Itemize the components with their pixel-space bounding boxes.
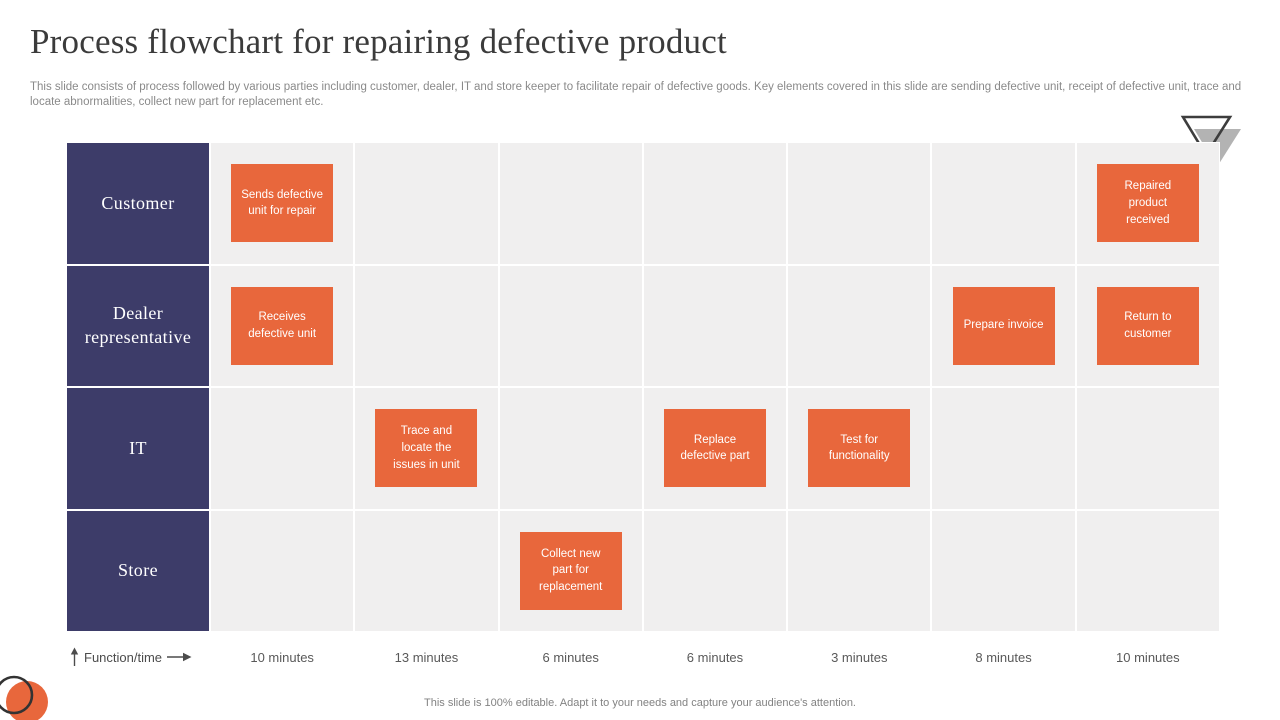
grid-cell — [354, 264, 499, 387]
right-arrow-icon — [167, 652, 192, 662]
process-step-return-to-customer: Return to customer — [1096, 286, 1199, 365]
grid-cell — [787, 142, 932, 265]
lane-label-customer: Customer — [66, 142, 210, 265]
grid-cell — [210, 387, 355, 510]
time-label-5: 3 minutes — [831, 649, 888, 665]
grid-cell — [787, 264, 932, 387]
process-step-sends-defective-unit-for-repair: Sends defective unit for repair — [231, 164, 334, 243]
grid-cell — [642, 142, 788, 265]
circle-outline-shape — [0, 675, 34, 715]
footer-note: This slide is 100% editable. Adapt it to… — [424, 697, 856, 709]
process-step-prepare-invoice: Prepare invoice — [952, 286, 1055, 365]
grid-cell — [642, 264, 788, 387]
lane-label-dealer-representative: Dealer representative — [66, 264, 210, 387]
process-step-replace-defective-part: Replace defective part — [664, 409, 766, 488]
circle-decoration — [0, 675, 48, 720]
time-label-3: 6 minutes — [542, 649, 599, 665]
grid-cell — [931, 387, 1076, 510]
process-step-collect-new-part-for-replacement: Collect new part for replacement — [519, 531, 622, 610]
grid-cell — [354, 509, 499, 632]
grid-cell — [931, 509, 1076, 632]
process-step-test-for-functionality: Test for functionality — [808, 409, 911, 488]
grid-cell — [642, 509, 788, 632]
up-arrow-icon — [70, 647, 79, 666]
axis-label-text: Function/time — [84, 649, 163, 665]
time-label-1: 10 minutes — [250, 649, 314, 665]
grid-cell — [354, 142, 499, 265]
time-label-6: 8 minutes — [975, 649, 1032, 665]
time-axis: Function/time 10 minutes 13 minutes 6 minu… — [66, 644, 1220, 670]
process-step-repaired-product-received: Repaired product received — [1096, 164, 1199, 243]
grid-cell — [498, 142, 643, 265]
circle-orange-shape — [6, 681, 48, 720]
lane-label-it: IT — [66, 387, 210, 510]
grid-cell — [210, 509, 355, 632]
grid-cell — [498, 264, 643, 387]
grid-cell — [787, 509, 932, 632]
lane-label-store: Store — [66, 509, 210, 632]
process-step-receives-defective-unit: Receives defective unit — [231, 286, 334, 365]
time-label-4: 6 minutes — [686, 649, 744, 665]
grid-cell — [931, 142, 1076, 265]
time-label-7: 10 minutes — [1116, 649, 1180, 665]
page-title: Process flowchart for repairing defectiv… — [30, 22, 727, 61]
triangle-outline-shape — [1180, 115, 1233, 158]
grid-cell — [1075, 387, 1220, 510]
slide-description: This slide consists of process followed … — [30, 81, 1242, 109]
grid-cell — [498, 387, 643, 510]
process-step-trace-and-locate-the-issues-in-unit: Trace and locate the issues in unit — [375, 409, 478, 488]
axis-function-time-label: Function/time — [66, 647, 210, 667]
time-label-2: 13 minutes — [394, 649, 459, 665]
grid-cell — [1075, 509, 1220, 632]
